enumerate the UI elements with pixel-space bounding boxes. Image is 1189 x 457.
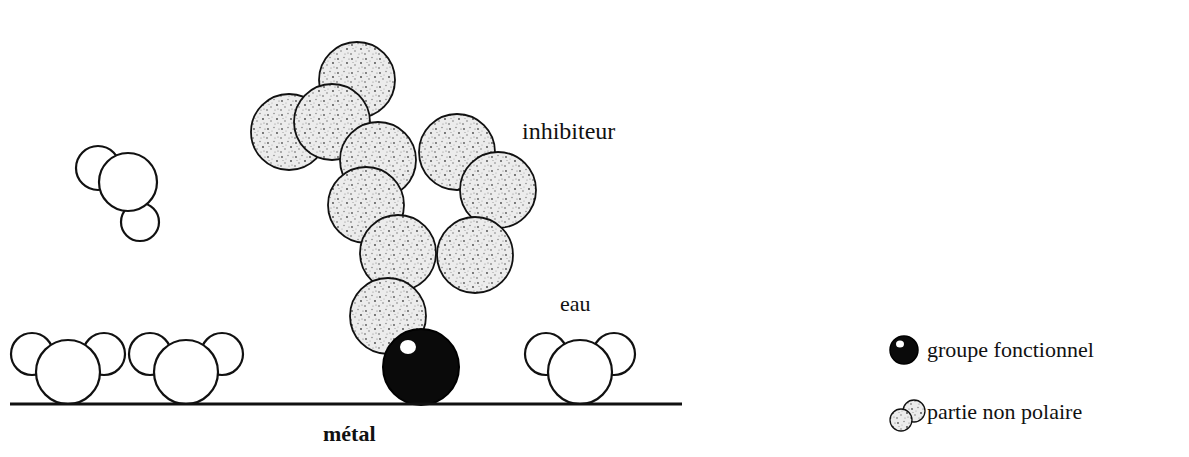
metal-surface: [10, 403, 682, 406]
water-molecules: [11, 146, 635, 404]
legend-samples: [890, 336, 925, 431]
legend-text: groupe fonctionnel: [927, 338, 1094, 362]
part-label: eau: [560, 292, 591, 316]
legend-text: partie non polaire: [927, 400, 1082, 424]
inhibitor-chain: [251, 42, 536, 354]
part-label: inhibiteur: [522, 118, 615, 144]
part-label: métal: [323, 422, 376, 446]
functional-group: [383, 329, 459, 405]
